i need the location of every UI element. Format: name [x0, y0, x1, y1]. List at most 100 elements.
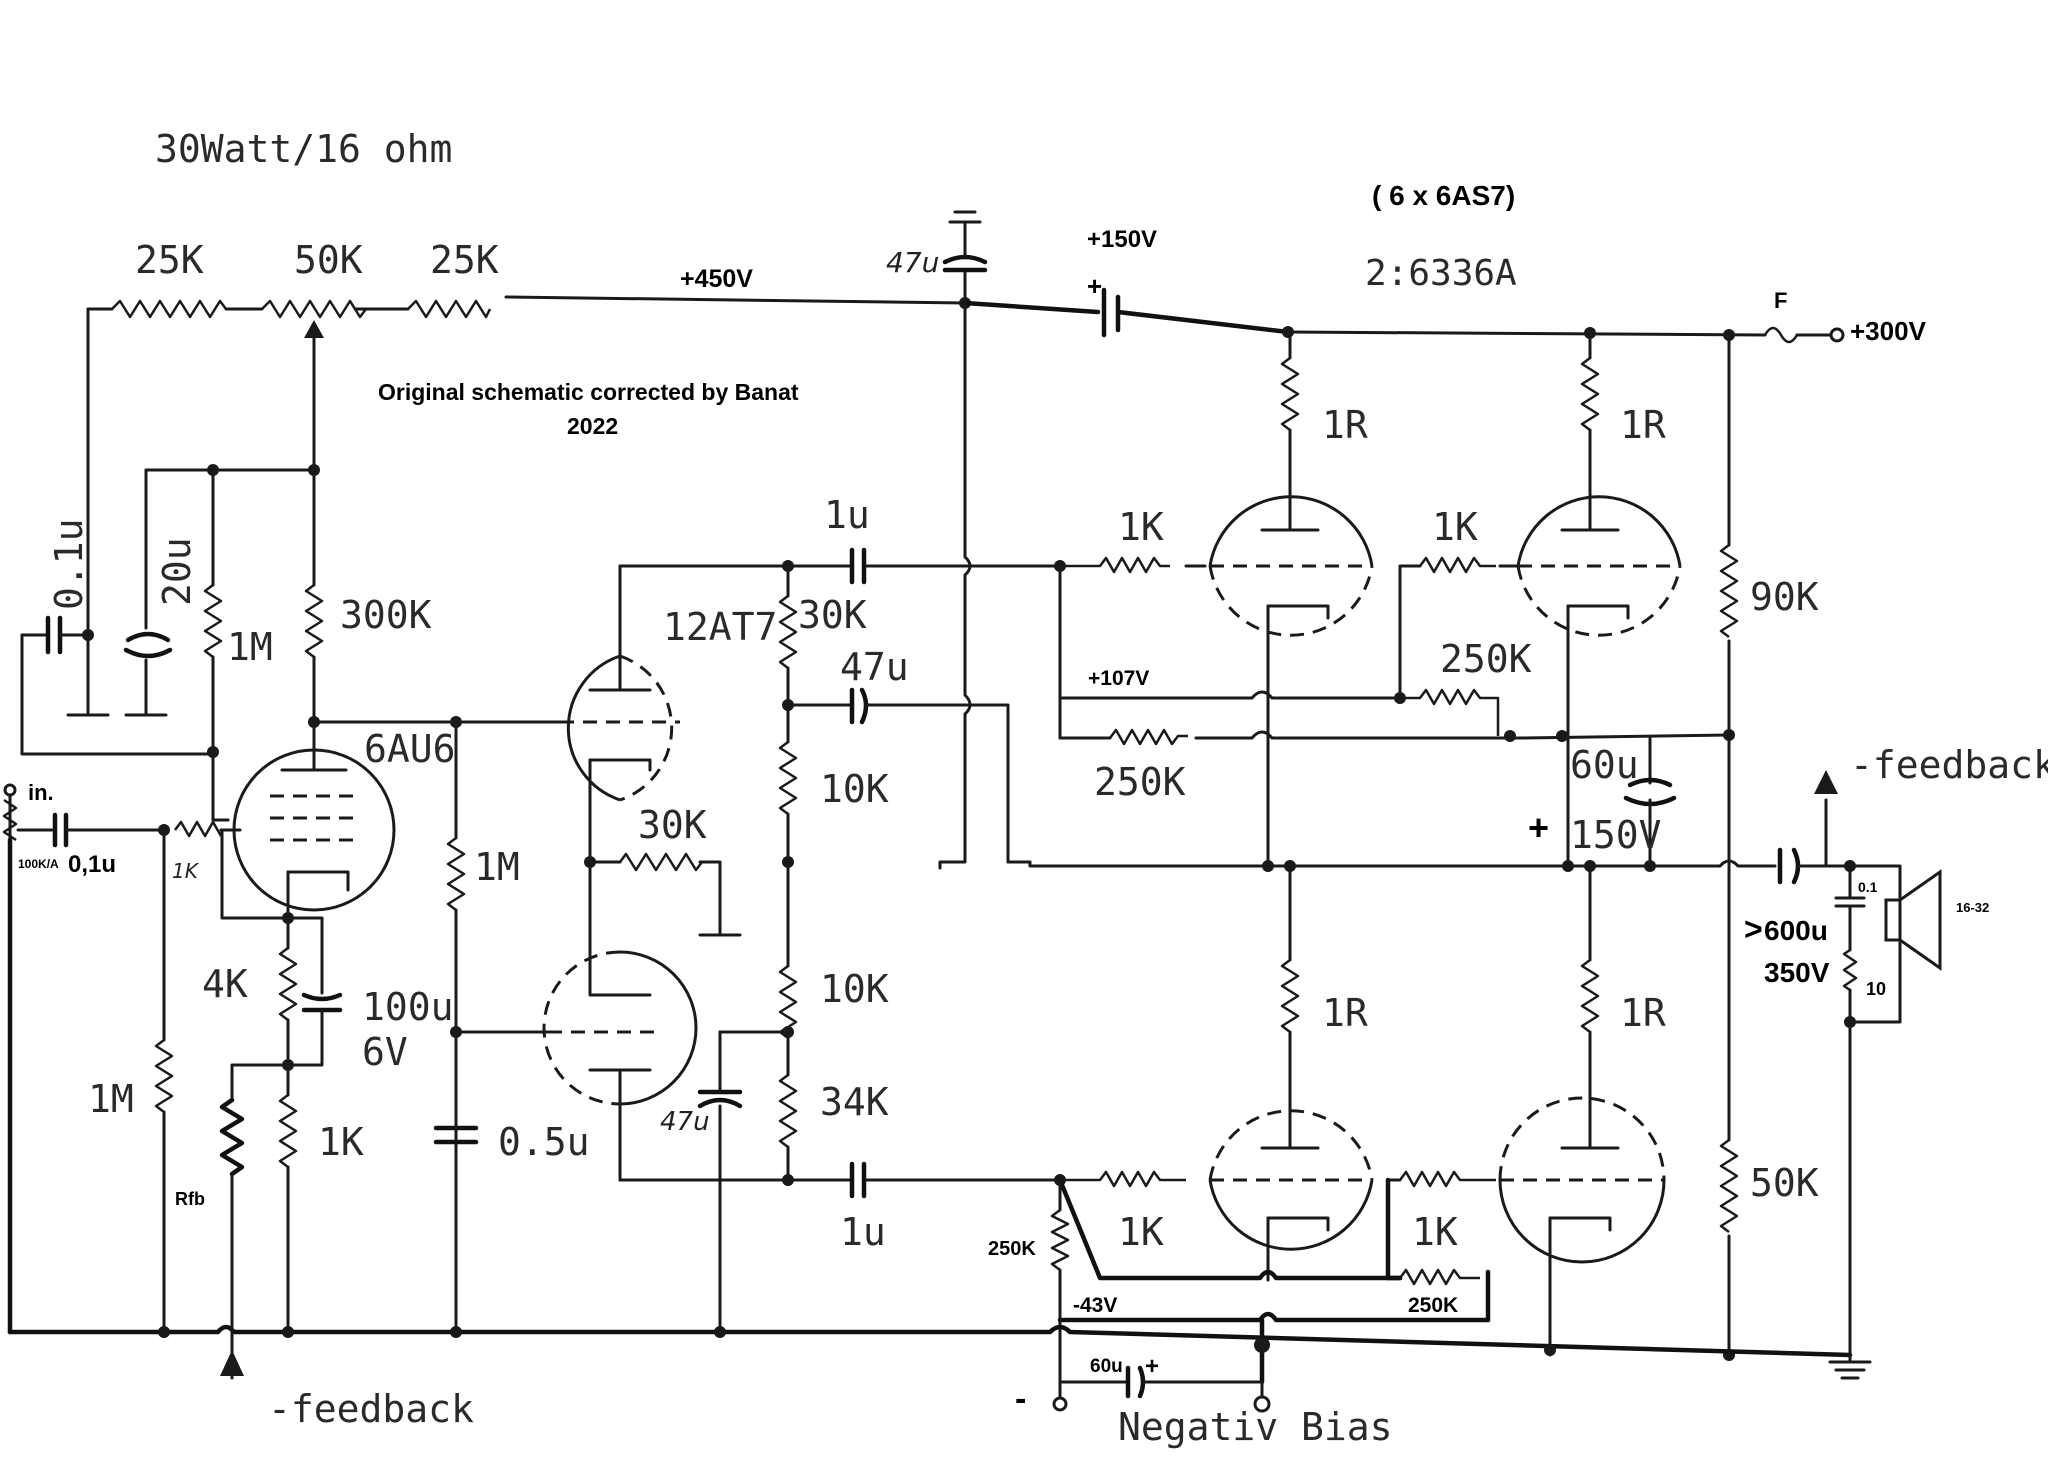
- resistor-25k-left: [111, 299, 227, 319]
- tube-12at7-upper: [560, 564, 680, 864]
- feedback-bottom-arrow: [220, 1350, 244, 1376]
- cap-47u-top-label: 47u: [886, 246, 939, 279]
- tubes-note-label: ( 6 x 6AS7): [1372, 180, 1515, 211]
- cap-47u-low-label: 47u: [660, 1107, 710, 1137]
- zobel-resistor: [1842, 948, 1858, 992]
- alt-tubes-label: 2:6336A: [1365, 253, 1517, 294]
- r34k-label: 34K: [820, 1080, 889, 1124]
- resistor-50k: [1719, 1139, 1739, 1233]
- cap-60u-plus: +: [1528, 807, 1549, 848]
- zobel-resistor-label: 10: [1866, 979, 1886, 999]
- cap-47u-top: 47u: [886, 210, 988, 305]
- node-neg43-label: -43V: [1073, 1294, 1117, 1317]
- resistor-90k: [1719, 544, 1739, 638]
- resistor-10k-upper: [778, 741, 798, 815]
- cap-1u-top: 1u: [786, 493, 1062, 585]
- resistor-1k-cathode: [278, 1094, 298, 1168]
- power-rating-label: 30Watt/16 ohm: [155, 127, 452, 171]
- r30k-grid-label: 30K: [638, 803, 707, 847]
- b450-label: +450V: [680, 265, 753, 293]
- grid-stopper-1k: [174, 820, 223, 838]
- cap-output-label: 600u: [1764, 915, 1828, 946]
- tube-6as7-lower: [1208, 1096, 1666, 1357]
- r250k-a-label: 250K: [1440, 637, 1532, 681]
- resistor-1m-screen: [203, 584, 223, 658]
- battery-plus: +: [1087, 271, 1102, 301]
- cap-output-prefix: >: [1744, 911, 1763, 947]
- output-bus: [1006, 859, 1777, 868]
- cap-47u-low: 47u: [660, 1030, 743, 1334]
- r300k-label: 300K: [340, 593, 432, 637]
- input-cap-label: 0,1u: [68, 851, 116, 878]
- b450-rail-wire: [504, 295, 967, 305]
- r25k-right-label: 25K: [430, 238, 499, 282]
- r1m-screen-label: 1M: [227, 625, 273, 669]
- cap-60u-bias-label: 60u: [1090, 1356, 1123, 1377]
- neg-bias-minus: -: [1015, 1380, 1026, 1418]
- cap-output: > 600u 350V: [1744, 847, 1852, 988]
- zobel-cap-label: 0.1: [1858, 879, 1878, 895]
- rfb-label: Rfb: [175, 1189, 205, 1209]
- credit-line1: Original schematic corrected by Banat: [378, 379, 799, 405]
- battery-wire: [962, 300, 1101, 315]
- resistor-4k: [278, 947, 298, 1021]
- resistor-25k-right: [407, 299, 492, 319]
- resistor-300k: [304, 584, 324, 658]
- feedback-bottom-label: -feedback: [268, 1387, 474, 1431]
- cap-100u: 100u 6V: [286, 916, 454, 1074]
- r1r-d-label: 1R: [1620, 991, 1666, 1035]
- resistor-250k-b: [1109, 728, 1188, 746]
- cap-47u-mid: 47u: [840, 645, 944, 725]
- cap-1u-bottom: 1u: [840, 1161, 1062, 1254]
- resistor-1k-g2: [1419, 556, 1496, 574]
- cap-1u-top-label: 1u: [824, 493, 870, 537]
- r1r-b-label: 1R: [1620, 403, 1666, 447]
- fuse-label: F: [1774, 288, 1787, 313]
- cap-60u-top-voltage: 150V: [1570, 813, 1662, 857]
- tube-6as7-upper: [1208, 444, 1682, 862]
- resistor-1r-d: [1580, 959, 1600, 1033]
- battery-150v-label: +150V: [1087, 226, 1157, 253]
- cap-60u-top: 60u 150V +: [1528, 736, 1677, 868]
- r25k-left-label: 25K: [135, 238, 204, 282]
- cap-60u-top-label: 60u: [1570, 743, 1639, 787]
- r1k-g3-label: 1K: [1118, 1210, 1164, 1254]
- r10k-lower-label: 10K: [820, 967, 889, 1011]
- cap-output-voltage: 350V: [1764, 957, 1830, 988]
- cap-0-5u: 0.5u: [433, 1120, 590, 1164]
- r1k-g1-label: 1K: [1118, 505, 1164, 549]
- tubes-note: ( 6 x 6AS7): [1372, 180, 1515, 211]
- r1r-a-label: 1R: [1322, 403, 1368, 447]
- cap-20u: 20u: [123, 468, 199, 717]
- r1k-g2-label: 1K: [1432, 505, 1478, 549]
- r10k-upper-label: 10K: [820, 767, 889, 811]
- cap-60u-bias-plus: +: [1145, 1353, 1159, 1380]
- 6au6-label: 6AU6: [364, 727, 456, 771]
- r4k-label: 4K: [202, 962, 248, 1006]
- resistor-1r-a: [1280, 357, 1300, 431]
- resistor-1m-grid: [446, 837, 466, 911]
- cap-20u-label: 20u: [155, 537, 199, 606]
- resistor-30k-grid: [619, 852, 703, 872]
- feedback-top-arrow: [1814, 770, 1838, 794]
- resistor-1m-input: [154, 1039, 174, 1113]
- r50k-label: 50K: [1750, 1161, 1819, 1205]
- neg-bias-label: Negativ Bias: [1118, 1405, 1393, 1449]
- resistor-30k-plate: [778, 595, 798, 669]
- r250k-c-label: 250K: [988, 1238, 1036, 1260]
- cap-47u-mid-label: 47u: [840, 645, 909, 689]
- r1m-grid-label: 1M: [474, 845, 520, 889]
- credit-line2: 2022: [567, 413, 618, 439]
- feedback-top-label: -feedback: [1850, 743, 2048, 787]
- speaker-label: 16-32: [1956, 900, 1989, 915]
- cap-0-1u: 0.1u: [20, 518, 215, 756]
- input-section: in. 100K/A 0,1u: [2, 780, 166, 878]
- pot-50k: [261, 299, 367, 319]
- fuse: F: [1763, 288, 1845, 344]
- cap-100u-voltage: 6V: [362, 1030, 408, 1074]
- cap-100u-label: 100u: [362, 985, 454, 1029]
- resistor-1k-g3: [1060, 1170, 1186, 1188]
- resistor-1r-c: [1280, 959, 1300, 1033]
- r30k-plate-label: 30K: [798, 593, 867, 637]
